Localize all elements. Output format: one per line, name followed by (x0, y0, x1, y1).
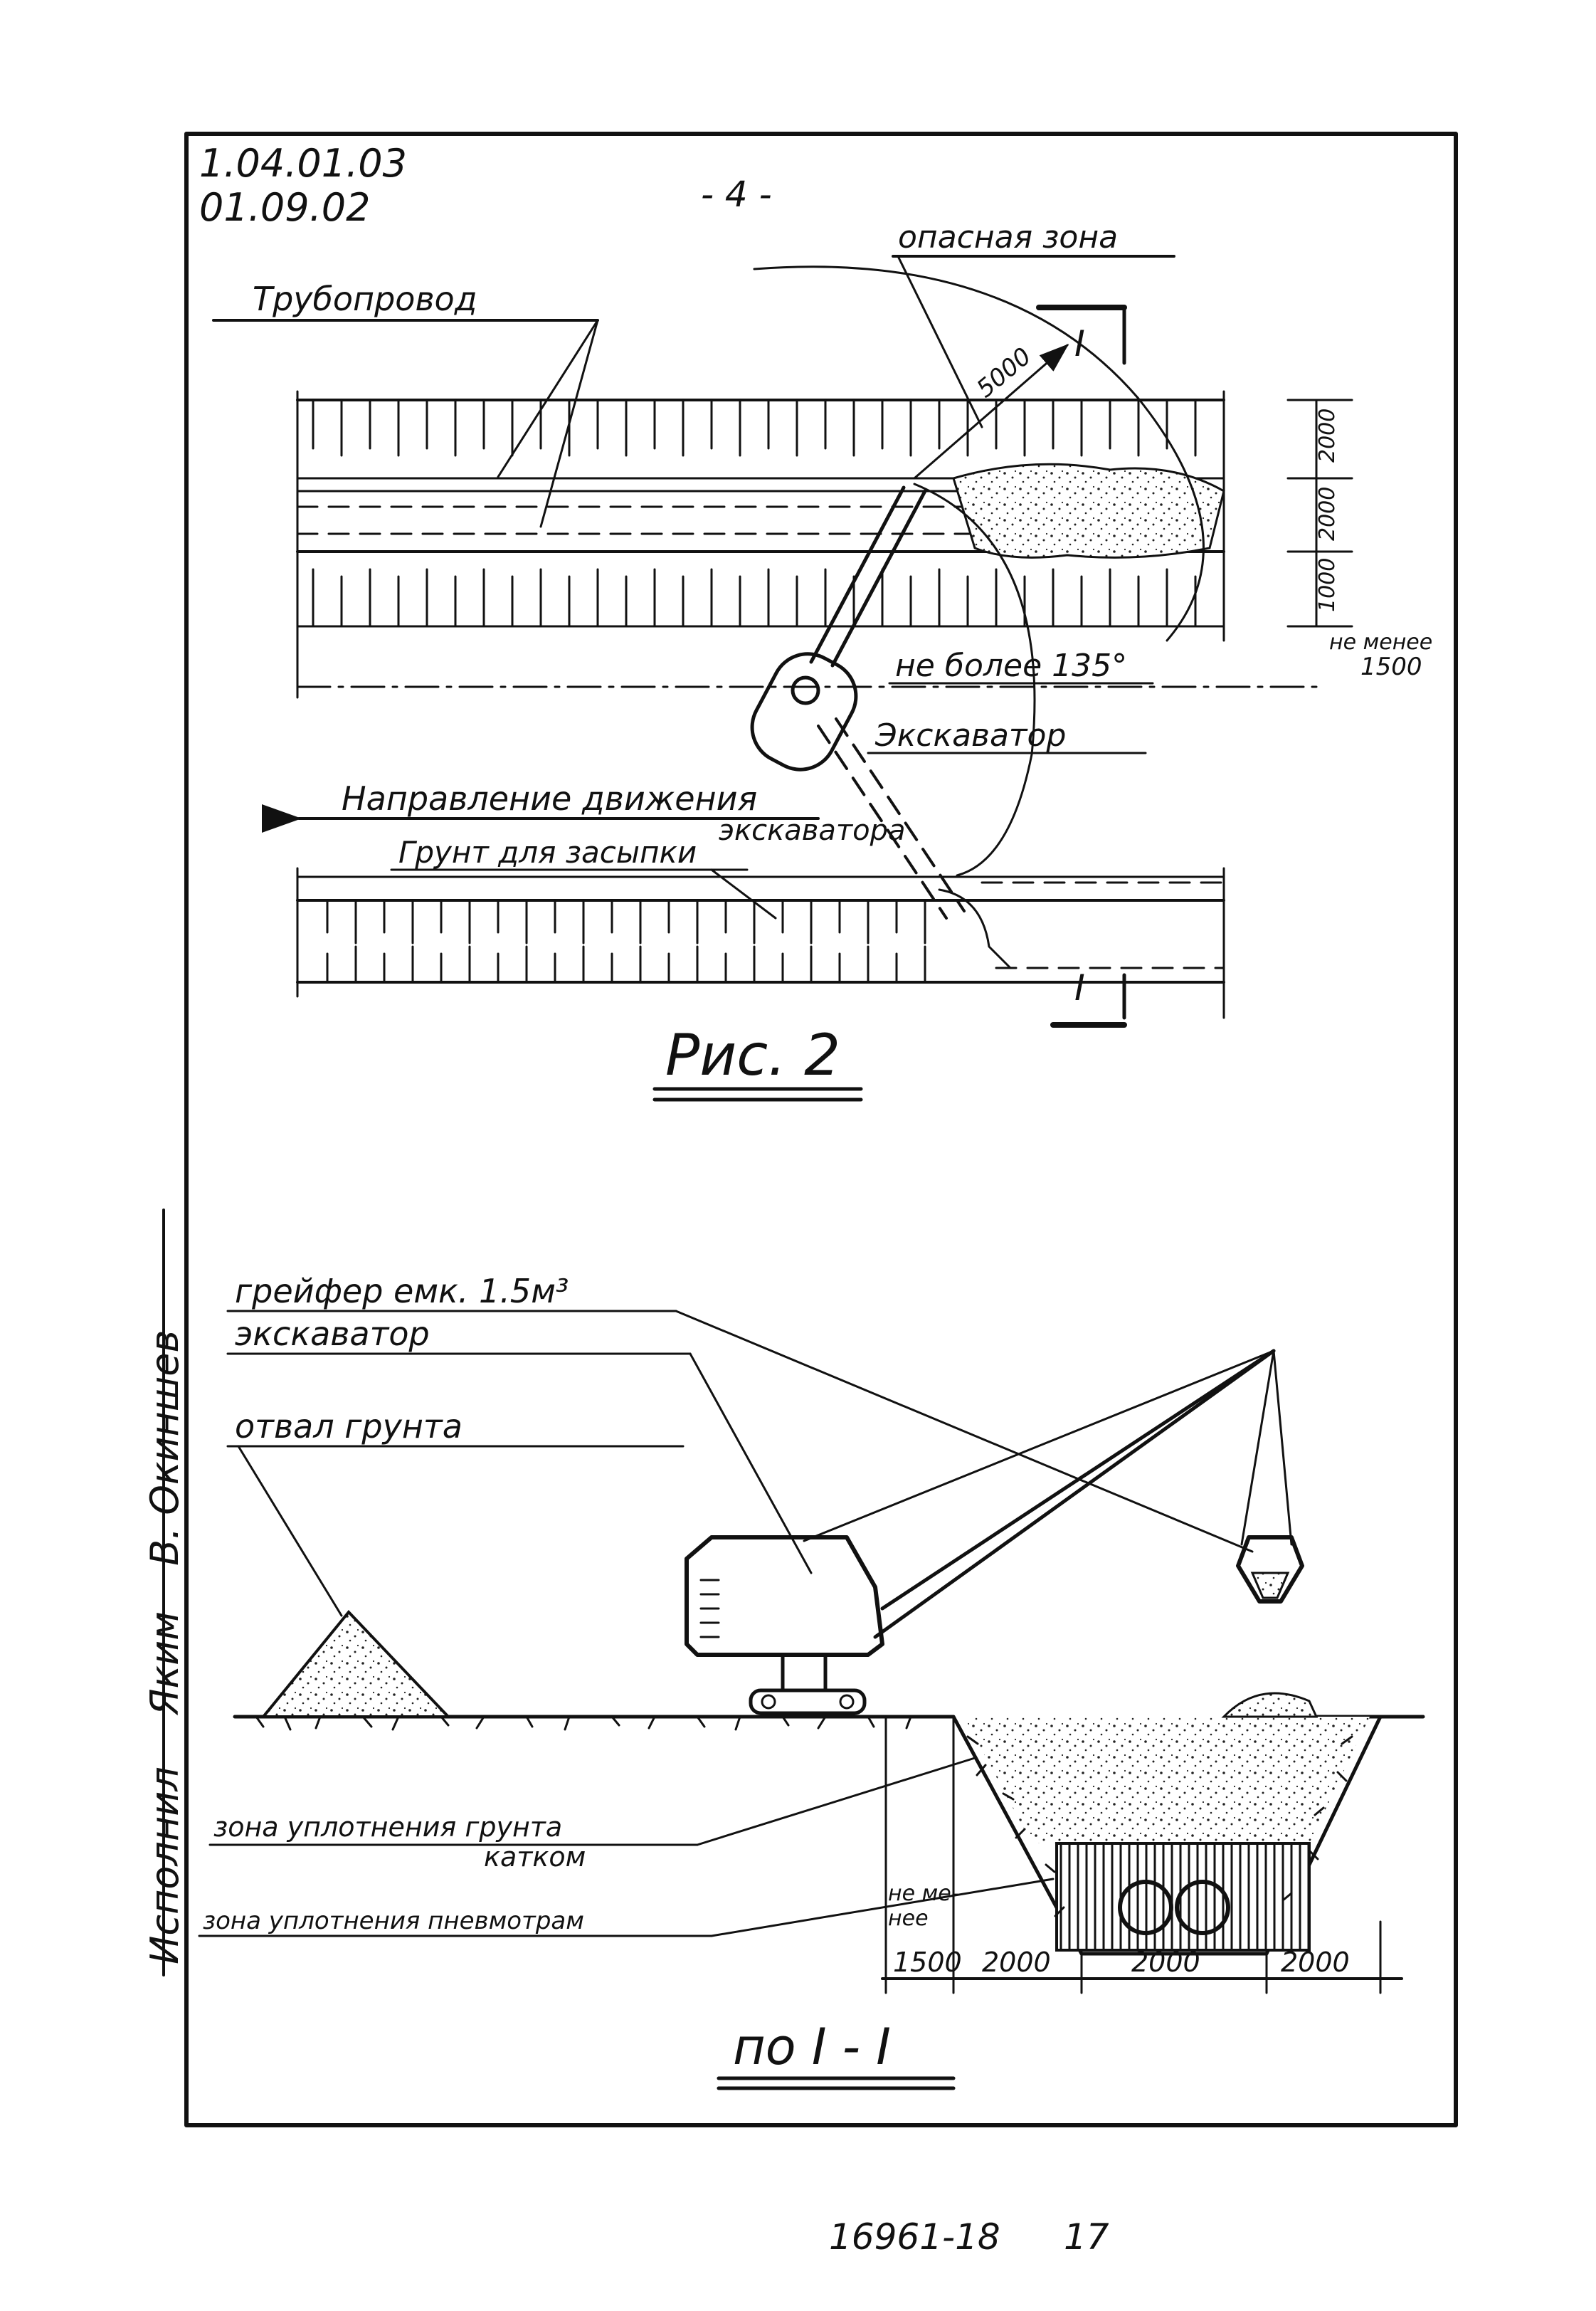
lower-soil-teeth (326, 899, 926, 984)
spoil-pile-plan (952, 463, 1225, 559)
page-number: - 4 - (701, 174, 772, 215)
dim-1500: 1500 (893, 1947, 962, 1978)
section-marker-top: I (1036, 305, 1127, 365)
stamp-role: Исполнил (142, 1767, 187, 1964)
dim-2000-b: 2000 (1315, 487, 1340, 541)
svg-text:I: I (1074, 967, 1085, 1009)
svg-text:I: I (1074, 323, 1085, 364)
excavator-tracks (749, 1688, 867, 1715)
backfill-label: Грунт для засыпки (398, 835, 697, 870)
drawing-frame (184, 132, 1458, 2127)
pipe-left (1118, 1880, 1173, 1935)
roller-zone-label-2: катком (484, 1841, 586, 1873)
dim-2000-c: 2000 (1281, 1947, 1350, 1978)
danger-zone-arc (753, 265, 1205, 642)
excavator-body-plan (750, 652, 858, 772)
angle-label: не более 135° (895, 648, 1127, 684)
trench-backfill (964, 1717, 1370, 1843)
trench-end-plan (938, 888, 1012, 969)
dim-2000-a: 2000 (1315, 409, 1340, 463)
dim-2000-b: 2000 (1131, 1947, 1200, 1978)
roller-zone-label: зона уплотнения грунта (213, 1811, 562, 1843)
direction-label: Направление движения (342, 779, 757, 818)
dim-1000: 1000 (1315, 558, 1340, 612)
drawing-code-1: 1.04.01.03 (199, 141, 407, 186)
grab-bucket (1236, 1535, 1304, 1604)
not-less-b: нее (888, 1906, 929, 1931)
fig2-plan: опасная зона Трубопровод 5000 (212, 219, 1432, 1102)
spoil-heap (260, 1609, 452, 1718)
excavator-cab (685, 1535, 884, 1657)
section-view: грейфер емк. 1.5м³ экскаватор отвал грун… (198, 1272, 1425, 2090)
upper-soil-teeth (312, 399, 1197, 628)
stamp-signature: Яким (142, 1611, 187, 1716)
dump-label: отвал грунта (235, 1407, 463, 1446)
not-less-a: не ме- (888, 1881, 959, 1906)
pipeline-label: Трубопровод (253, 280, 477, 318)
not-less-label: не менее (1329, 630, 1432, 655)
footer-sheet: 17 (1064, 2216, 1109, 2258)
section-marker-bottom: I (1050, 967, 1127, 1028)
margin-stamp: Исполнил Яким В. Окиншев (142, 1330, 187, 1964)
rammer-zone-label: зона уплотнения пневмотрам (203, 1907, 584, 1935)
drawing-code-2: 01.09.02 (199, 185, 370, 230)
stamp-name: В. Окиншев (142, 1330, 187, 1566)
not-less-value: 1500 (1360, 653, 1422, 681)
excavator-turntable (781, 1653, 828, 1693)
grab-label: грейфер емк. 1.5м³ (235, 1272, 569, 1310)
danger-zone-label: опасная зона (898, 219, 1118, 256)
footer-doc-number: 16961-18 (829, 2216, 1000, 2258)
compaction-zone-pipes (1055, 1842, 1311, 1952)
fig2-caption: Рис. 2 (665, 1022, 840, 1088)
excavator-label-plan: Экскаватор (874, 717, 1066, 754)
excavator-label-section: экскаватор (235, 1315, 430, 1353)
section-caption: по I - I (733, 2018, 891, 2076)
pipe-right (1175, 1880, 1230, 1935)
dim-2000-a: 2000 (982, 1947, 1051, 1978)
reach-dimension: 5000 (971, 342, 1037, 404)
